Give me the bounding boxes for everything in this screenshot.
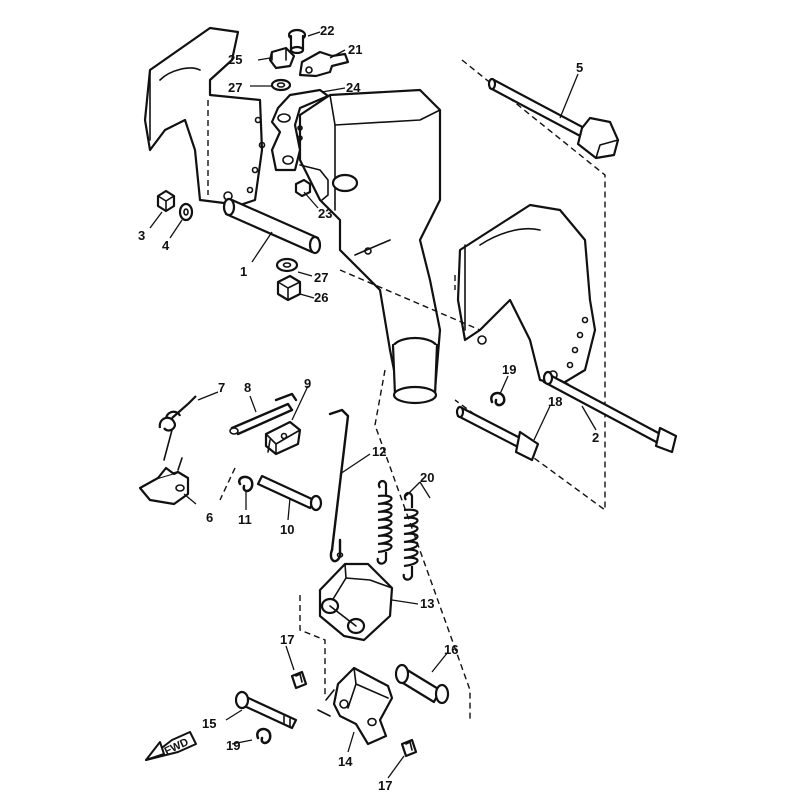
callout-2: 2 — [592, 430, 599, 445]
bolt-15 — [234, 690, 298, 730]
callout-11: 11 — [238, 512, 252, 527]
link-plate-24 — [270, 88, 330, 201]
lower-bracket-14 — [317, 666, 394, 746]
rod-8 — [229, 392, 298, 436]
bolt-22 — [287, 28, 307, 55]
callout-16: 16 — [444, 642, 458, 657]
callout-21: 21 — [348, 42, 362, 57]
callout-19-lower: 19 — [226, 738, 240, 753]
swivel-bracket — [298, 88, 442, 405]
callout-17-lower: 17 — [378, 778, 392, 793]
fwd-label: FWD — [163, 736, 191, 757]
callout-27-upper: 27 — [228, 80, 242, 95]
assembly-line-tilt — [219, 269, 481, 501]
callout-24: 24 — [346, 80, 361, 95]
leader-lines — [149, 31, 597, 779]
washer-27-top — [270, 78, 292, 92]
callout-6: 6 — [206, 510, 213, 525]
callout-7: 7 — [218, 380, 225, 395]
callout-5: 5 — [576, 60, 583, 75]
callout-15: 15 — [202, 716, 216, 731]
bolt-25 — [268, 46, 296, 70]
nut-23 — [294, 178, 312, 198]
clip-17-lower — [400, 738, 418, 758]
callout-26: 26 — [314, 290, 328, 305]
callout-1: 1 — [240, 264, 247, 279]
through-bolt-18 — [455, 405, 540, 462]
callout-12: 12 — [372, 444, 386, 459]
callout-4: 4 — [162, 238, 170, 253]
callout-3: 3 — [138, 228, 145, 243]
pivot-tube-1 — [222, 197, 322, 255]
spring-7 — [158, 395, 197, 432]
callout-22: 22 — [320, 23, 334, 38]
fwd-arrow-icon: FWD — [145, 731, 197, 761]
bolt-10 — [256, 474, 323, 512]
callout-19-upper: 19 — [502, 362, 516, 377]
sleeve-16 — [394, 663, 450, 705]
assembly-line-center — [374, 369, 471, 720]
callout-20: 20 — [420, 470, 434, 485]
callout-17-upper: 17 — [280, 632, 294, 647]
callout-25: 25 — [228, 52, 242, 67]
left-clamp-bracket — [143, 26, 266, 207]
washer-4 — [178, 202, 194, 222]
washer-27-bottom — [275, 257, 299, 273]
callout-9: 9 — [304, 376, 311, 391]
bracket-6 — [138, 429, 190, 506]
lever-block-9 — [264, 420, 302, 456]
clip-17-upper — [290, 670, 308, 690]
callout-8: 8 — [244, 380, 251, 395]
right-clamp-bracket — [454, 203, 597, 387]
callout-27-lower: 27 — [314, 270, 328, 285]
springs-20 — [376, 479, 419, 581]
nut-3 — [156, 189, 176, 213]
callout-10: 10 — [280, 522, 294, 537]
rod-12 — [328, 408, 350, 563]
callout-14: 14 — [338, 754, 353, 769]
clip-19-upper — [490, 391, 506, 407]
callout-13: 13 — [420, 596, 434, 611]
tilt-rod-assembly — [487, 77, 620, 160]
callout-labels: 1 2 3 4 5 6 7 8 9 10 11 12 13 14 15 16 1… — [138, 23, 599, 793]
callout-18: 18 — [548, 394, 562, 409]
clip-19-lower — [256, 727, 272, 745]
clip-11 — [238, 475, 254, 493]
through-bolt-2 — [542, 370, 678, 454]
tilt-stopper-13 — [318, 562, 394, 642]
callout-23: 23 — [318, 206, 332, 221]
nut-26 — [276, 274, 302, 302]
